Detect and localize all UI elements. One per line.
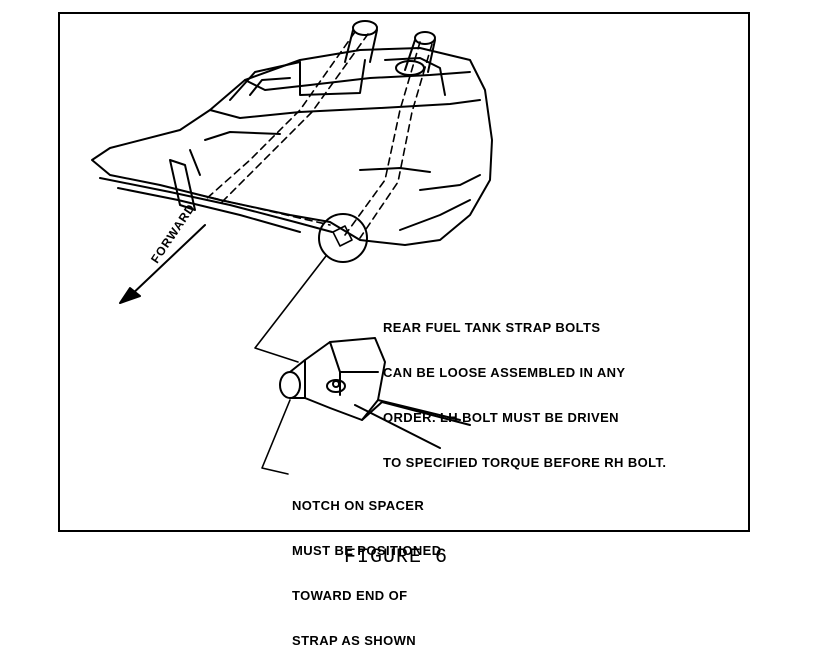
detail-leader-line (254, 255, 327, 363)
figure-caption: FIGURE 6 (343, 546, 448, 569)
callout-line: STRAP AS SHOWN (292, 633, 417, 648)
forward-arrow (119, 224, 206, 304)
strap-bolt-detail (332, 225, 353, 247)
callout-line: ORDER. LH BOLT MUST BE DRIVEN (383, 410, 619, 425)
callout-line: TOWARD END OF (292, 588, 408, 603)
notch-leader-line (261, 399, 291, 475)
callout-line: CAN BE LOOSE ASSEMBLED IN ANY (383, 365, 626, 380)
spacer-icon (279, 371, 301, 399)
fuel-tank-body (91, 47, 493, 246)
tank-strap (199, 31, 433, 239)
callout-line: REAR FUEL TANK STRAP BOLTS (383, 320, 601, 335)
filler-neck (344, 20, 436, 76)
callout-strap-bolts: REAR FUEL TANK STRAP BOLTS CAN BE LOOSE … (383, 290, 666, 485)
detail-circle (318, 213, 368, 263)
callout-line: TO SPECIFIED TORQUE BEFORE RH BOLT. (383, 455, 667, 470)
callout-line: MUST BE POSITIONED (292, 543, 442, 558)
figure-frame (58, 12, 750, 532)
callout-line: NOTCH ON SPACER (292, 498, 425, 513)
strap-bracket-detail (279, 337, 471, 449)
fuel-tank-diagram (91, 20, 493, 475)
